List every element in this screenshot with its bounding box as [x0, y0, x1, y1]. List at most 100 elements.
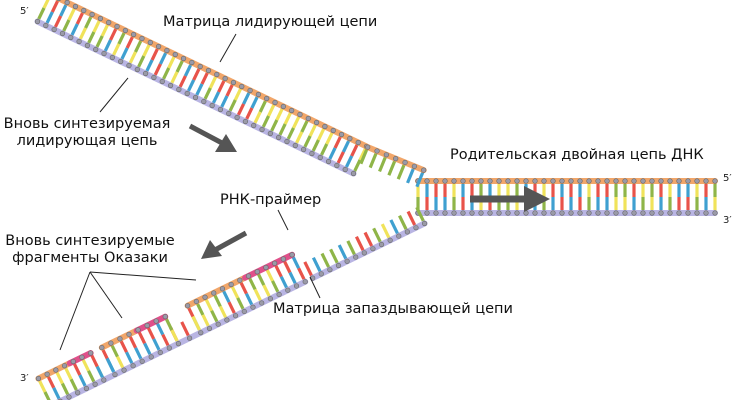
- phosphate: [322, 123, 328, 130]
- phosphate: [350, 170, 357, 177]
- base-pair-bottom: [43, 391, 51, 400]
- phosphate: [35, 375, 42, 382]
- phosphate: [166, 345, 172, 351]
- phosphate: [335, 262, 342, 269]
- phosphate: [505, 178, 511, 184]
- phosphate: [245, 273, 252, 279]
- phosphate: [293, 283, 300, 289]
- phosphate: [541, 210, 547, 216]
- label-new-leading-line1: Вновь синтезируемая: [4, 116, 171, 132]
- phosphate: [289, 107, 295, 114]
- phosphate: [514, 178, 520, 184]
- phosphate: [559, 178, 565, 184]
- phosphate: [130, 363, 136, 369]
- label-rna-primer: РНК-праймер: [220, 192, 321, 208]
- phosphate: [309, 150, 315, 157]
- phosphate: [230, 79, 237, 86]
- unpaired-base: [337, 244, 349, 262]
- phosphate: [421, 167, 427, 173]
- phosphate: [226, 110, 232, 117]
- phosphate: [264, 95, 270, 102]
- leader-line-okazaki-2: [89, 271, 123, 319]
- phosphate: [532, 210, 538, 216]
- phosphate: [267, 296, 274, 302]
- phosphate: [703, 178, 709, 184]
- phosphate: [344, 258, 350, 264]
- phosphate: [280, 256, 286, 262]
- phosphate: [305, 115, 311, 122]
- phosphate: [280, 103, 286, 110]
- phosphate: [106, 19, 112, 26]
- unpaired-base: [389, 219, 401, 237]
- phosphate: [180, 55, 187, 62]
- phosphate: [694, 178, 700, 184]
- phosphate: [421, 220, 428, 227]
- phosphate: [59, 30, 66, 37]
- label-okazaki-line1: Вновь синтезируемые: [5, 233, 174, 249]
- phosphate: [118, 58, 124, 65]
- phosphate: [84, 42, 90, 49]
- phosphate: [76, 38, 82, 45]
- phosphate: [523, 178, 529, 184]
- phosphate: [250, 304, 256, 310]
- phosphate: [393, 156, 399, 162]
- phosphate: [122, 27, 128, 34]
- phosphate: [92, 381, 98, 387]
- phosphate: [327, 267, 333, 273]
- phosphate: [117, 336, 123, 342]
- phosphate: [232, 313, 239, 319]
- phosphate: [53, 367, 59, 373]
- phosphate: [289, 252, 295, 258]
- phosphate: [134, 66, 140, 73]
- base-pair-top: [50, 0, 60, 13]
- base-pair-top: [42, 0, 50, 9]
- phosphate: [83, 385, 89, 392]
- fork-direction-arrow: [470, 186, 550, 212]
- phosphate: [613, 210, 619, 216]
- leader-line-okazaki-3: [89, 271, 197, 281]
- phosphate: [442, 178, 448, 184]
- phosphate: [330, 127, 336, 134]
- phosphate: [338, 131, 345, 138]
- phosphate: [685, 210, 691, 216]
- phosphate: [186, 335, 193, 341]
- phosphate: [242, 118, 248, 125]
- phosphate: [44, 371, 50, 377]
- phosphate: [640, 210, 646, 216]
- phosphate: [267, 130, 273, 137]
- unpaired-base: [368, 150, 379, 169]
- phosphate: [70, 358, 76, 365]
- phosphate: [75, 390, 81, 396]
- phosphate: [424, 210, 430, 216]
- phosphate: [532, 178, 538, 184]
- phosphate: [56, 0, 61, 2]
- label-new-leading-line2: лидирующая цепь: [17, 133, 158, 149]
- phosphate: [387, 237, 393, 243]
- phosphate: [292, 142, 298, 149]
- phosphate: [209, 102, 215, 109]
- phosphate: [402, 159, 408, 166]
- direction-arrows: [188, 123, 550, 259]
- phosphate: [383, 152, 389, 158]
- phosphate: [108, 340, 114, 346]
- unpaired-base: [311, 257, 323, 275]
- phosphate: [263, 264, 269, 271]
- phosphate: [595, 210, 601, 216]
- phosphate: [586, 210, 592, 216]
- phosphate: [604, 210, 610, 216]
- unpaired-base: [398, 215, 409, 233]
- phosphate: [214, 71, 220, 78]
- leader-line-leading-template: [219, 33, 237, 63]
- phosphate: [649, 210, 655, 216]
- phosphate: [411, 163, 417, 169]
- phosphate: [93, 46, 99, 53]
- unpaired-base: [396, 161, 407, 180]
- phosphate: [370, 246, 376, 252]
- phosphate: [172, 51, 178, 58]
- phosphate: [185, 303, 191, 309]
- phosphate: [577, 178, 583, 184]
- phosphate: [259, 300, 265, 306]
- phosphate: [151, 74, 157, 81]
- phosphate: [613, 178, 619, 184]
